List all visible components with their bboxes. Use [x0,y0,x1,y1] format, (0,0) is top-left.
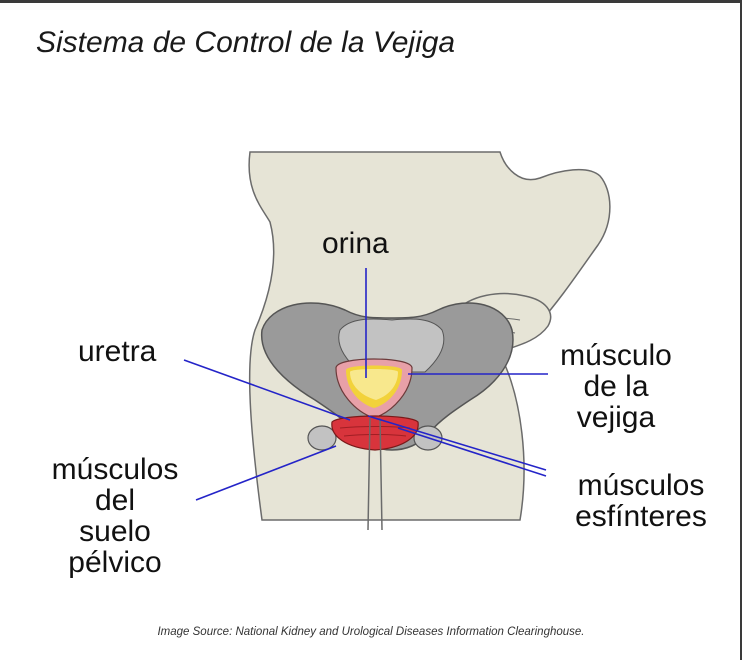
image-source-caption: Image Source: National Kidney and Urolog… [0,626,742,638]
label-musculo-vejiga: músculo de la vejiga [556,340,676,433]
label-orina: orina [322,228,389,259]
label-musculos-suelo: músculos del suelo pélvico [30,454,200,578]
label-musculo-vejiga-line2: de la [556,371,676,402]
label-musculo-vejiga-line1: músculo [556,340,676,371]
label-musculos-suelo-line4: pélvico [30,547,200,578]
label-musculos-suelo-line1: músculos [30,454,200,485]
label-musculos-esfinteres-line1: músculos [556,470,726,501]
label-musculos-suelo-line2: del [30,485,200,516]
label-uretra: uretra [78,336,156,367]
label-musculos-esfinteres: músculos esfínteres [556,470,726,532]
label-musculo-vejiga-line3: vejiga [556,402,676,433]
label-musculos-suelo-line3: suelo [30,516,200,547]
label-musculos-esfinteres-line2: esfínteres [556,501,726,532]
